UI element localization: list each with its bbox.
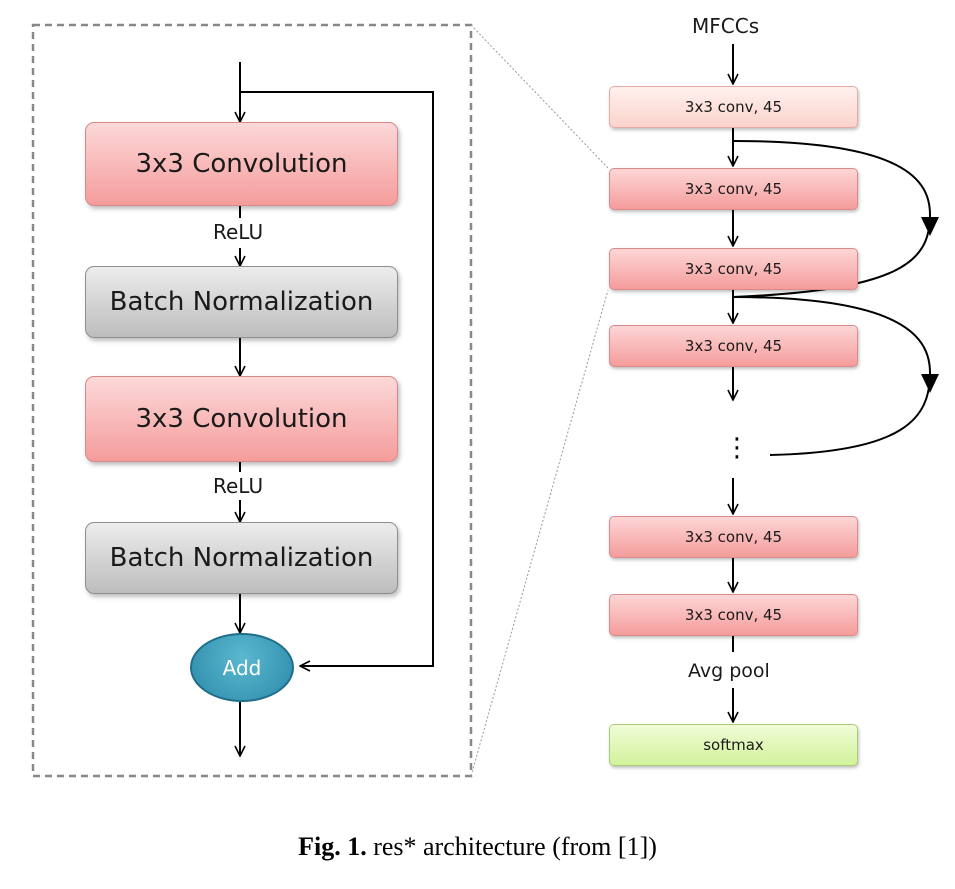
figure-caption-prefix: Fig. 1.: [298, 832, 367, 861]
skip-connection: [240, 91, 434, 666]
residual-block-frame: [31, 23, 473, 778]
conv-block-1: 3x3 Convolution: [85, 122, 398, 206]
mfcc-input-label: MFCCs: [692, 14, 760, 38]
conv-layer-2: 3x3 conv, 45: [609, 168, 858, 210]
relu-label-1: ReLU: [213, 220, 264, 244]
net-skip-2-arrowhead: [921, 374, 939, 393]
softmax-layer-label: softmax: [703, 736, 764, 754]
conv-layer-3-label: 3x3 conv, 45: [684, 260, 783, 278]
figure-caption: Fig. 1. res* architecture (from [1]): [0, 832, 955, 862]
conv-layer-4-label: 3x3 conv, 45: [684, 337, 783, 355]
zoom-line-top: [470, 24, 609, 169]
conv-layer-3: 3x3 conv, 45: [609, 248, 858, 290]
figure-caption-text: res* architecture (from [1]): [366, 832, 657, 861]
zoom-line-bottom: [470, 289, 609, 777]
add-node: Add: [190, 633, 294, 702]
avg-pool-label: Avg pool: [688, 660, 770, 682]
net-skip-1-arrowhead: [921, 217, 939, 236]
relu-label-2: ReLU: [213, 474, 264, 498]
conv-layer-final-2-label: 3x3 conv, 45: [684, 606, 783, 624]
conv-layer-final-2: 3x3 conv, 45: [609, 594, 858, 636]
batch-norm-block-2: Batch Normalization: [85, 522, 398, 594]
ellipsis: ⋮: [724, 433, 750, 463]
batch-norm-block-1-label: Batch Normalization: [109, 287, 374, 317]
batch-norm-block-1: Batch Normalization: [85, 266, 398, 338]
conv-block-1-label: 3x3 Convolution: [135, 149, 348, 179]
net-skip-2: [732, 296, 932, 456]
conv-block-2-label: 3x3 Convolution: [135, 404, 348, 434]
conv-block-2: 3x3 Convolution: [85, 376, 398, 462]
conv-layer-final-1: 3x3 conv, 45: [609, 516, 858, 558]
batch-norm-block-2-label: Batch Normalization: [109, 543, 374, 573]
conv-layer-1-label: 3x3 conv, 45: [684, 98, 783, 116]
conv-layer-final-1-label: 3x3 conv, 45: [684, 528, 783, 546]
conv-layer-2-label: 3x3 conv, 45: [684, 180, 783, 198]
add-node-label: Add: [222, 655, 262, 680]
conv-layer-4: 3x3 conv, 45: [609, 325, 858, 367]
softmax-layer: softmax: [609, 724, 858, 766]
conv-layer-1: 3x3 conv, 45: [609, 86, 858, 128]
